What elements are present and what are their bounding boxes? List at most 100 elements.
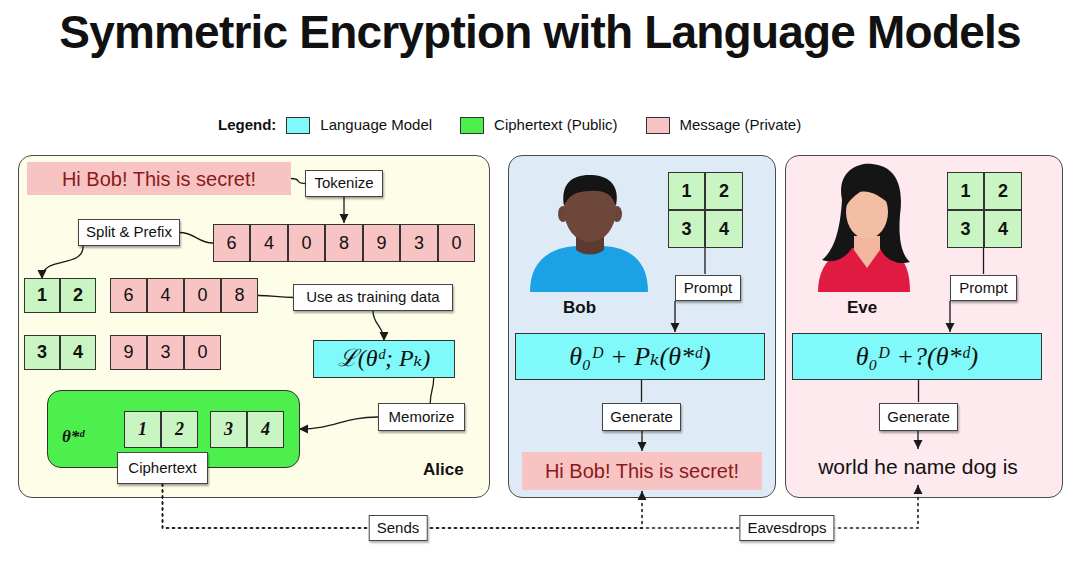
node-text: Hi Bob! This is secret! <box>62 168 256 190</box>
message-box: Hi Bob! This is secret! <box>522 452 762 490</box>
node-text: Generate <box>610 409 673 426</box>
node-text: Prompt <box>684 280 732 297</box>
connector <box>179 233 213 244</box>
node-text: 2 <box>73 285 83 306</box>
legend-swatch <box>460 117 484 134</box>
connector-line <box>179 233 213 244</box>
legend-text: Ciphertext (Public) <box>494 116 617 134</box>
node-text: 1 <box>37 285 47 306</box>
arrowhead <box>671 323 680 332</box>
node-text: Tokenize <box>314 175 373 192</box>
connector-line <box>430 378 434 404</box>
model-box: θ₀ᴰ +?(θ*ᵈ) <box>792 333 1042 380</box>
node-text: Prompt <box>959 280 1007 297</box>
node-text: 4 <box>998 219 1008 240</box>
message-token-cell: 3 <box>147 335 184 370</box>
prefix-token-cell: 1 <box>24 278 60 313</box>
legend: Language Model Ciphertext (Public) Message… <box>286 116 829 134</box>
connector <box>258 296 294 298</box>
prefix-token-cell: 1 <box>668 172 705 210</box>
prefix-token-cell: 3 <box>210 411 247 448</box>
message-token-cell: 0 <box>184 335 221 370</box>
node-text: θ₀ᴰ +?(θ*ᵈ) <box>856 342 978 372</box>
step-callout: Generate <box>879 403 958 431</box>
connector <box>671 301 680 332</box>
step-callout: Generate <box>602 403 681 431</box>
connector-line <box>918 380 919 402</box>
node-text: 3 <box>224 419 233 440</box>
prefix-token-cell: 4 <box>247 411 284 448</box>
actor-panel: AliceHi Bob! This is secret!Tokenize6408… <box>18 155 490 498</box>
node-text: 2 <box>998 181 1008 202</box>
node-text: Generate <box>887 409 950 426</box>
generated-text: world he name dog is <box>808 450 1028 484</box>
node-text: Memorize <box>389 409 455 426</box>
prefix-token-cell: 1 <box>947 172 984 210</box>
actor-panel: Bob1234Promptθ₀ᴰ + Pₖ(θ*ᵈ)GenerateHi Bob… <box>508 155 776 498</box>
connector <box>638 431 647 451</box>
message-token-cell: 6 <box>110 278 147 313</box>
connector <box>946 301 955 332</box>
node-text: 0 <box>301 233 311 254</box>
connector-line <box>258 296 294 298</box>
connector <box>914 431 923 449</box>
parameter-symbol: θ*ᵈ <box>62 427 84 446</box>
panel-title-anchor: Alice <box>423 460 464 480</box>
node-text: 4 <box>160 285 170 306</box>
legend-text: Language Model <box>320 116 432 134</box>
token-cell: 9 <box>363 224 400 262</box>
legend-text: Message (Private) <box>680 116 802 134</box>
eve-figure <box>818 164 910 292</box>
node-text: 2 <box>719 181 729 202</box>
actor-panel: Eve 1234Prompt θ₀ᴰ +?(θ*ᵈ) Generate world he… <box>785 155 1063 498</box>
step-callout: Split & Prefix <box>78 219 180 246</box>
connector-line <box>299 417 378 429</box>
actor-name: Bob <box>563 298 596 317</box>
connector-line <box>42 246 83 279</box>
connector-line <box>641 380 642 402</box>
node-text: 6 <box>226 233 236 254</box>
connector <box>918 380 919 402</box>
step-callout: Prompt <box>950 275 1017 301</box>
arrowhead <box>340 214 349 223</box>
connector-line <box>704 248 705 274</box>
connector <box>430 378 434 404</box>
connector-line <box>291 179 306 184</box>
node-text: 0 <box>197 342 207 363</box>
node-text: 3 <box>37 342 47 363</box>
arrowhead <box>946 323 955 332</box>
step-callout: Memorize <box>378 403 465 431</box>
token-cell: 8 <box>325 224 363 262</box>
token-cell: 4 <box>250 224 288 262</box>
arrowhead <box>914 440 923 449</box>
prefix-token-cell: 3 <box>24 335 60 370</box>
message-box: Hi Bob! This is secret! <box>27 162 291 195</box>
step-callout: Tokenize <box>305 170 383 197</box>
node-text: θ₀ᴰ + Pₖ(θ*ᵈ) <box>569 342 710 372</box>
node-text: 0 <box>197 285 207 306</box>
node-text: 3 <box>414 233 424 254</box>
diagram-title: Symmetric Encryption with Language Model… <box>59 6 1020 58</box>
node-text: 8 <box>234 285 244 306</box>
node-text: Use as training data <box>306 289 439 306</box>
prefix-token-cell: 2 <box>60 278 96 313</box>
node-text: 4 <box>264 233 274 254</box>
step-callout: Prompt <box>675 275 741 301</box>
bob-figure <box>530 175 648 292</box>
prefix-token-cell: 1 <box>124 411 161 448</box>
arrowhead <box>914 485 923 494</box>
node-text: 0 <box>451 233 461 254</box>
edge-label: Sends <box>377 519 420 536</box>
edge-label-box: Sends <box>369 515 428 541</box>
edge-label-box: Eavesdrops <box>739 515 834 541</box>
connector <box>373 311 389 341</box>
node-text: 4 <box>719 219 729 240</box>
panel-title-anchor: Eve <box>847 298 877 318</box>
arrowhead <box>299 425 308 434</box>
prefix-token-cell: 2 <box>984 172 1022 210</box>
prefix-token-cell: 3 <box>947 210 984 248</box>
prefix-token-cell: 4 <box>705 210 743 248</box>
label-anchor: Legend: <box>218 116 276 134</box>
